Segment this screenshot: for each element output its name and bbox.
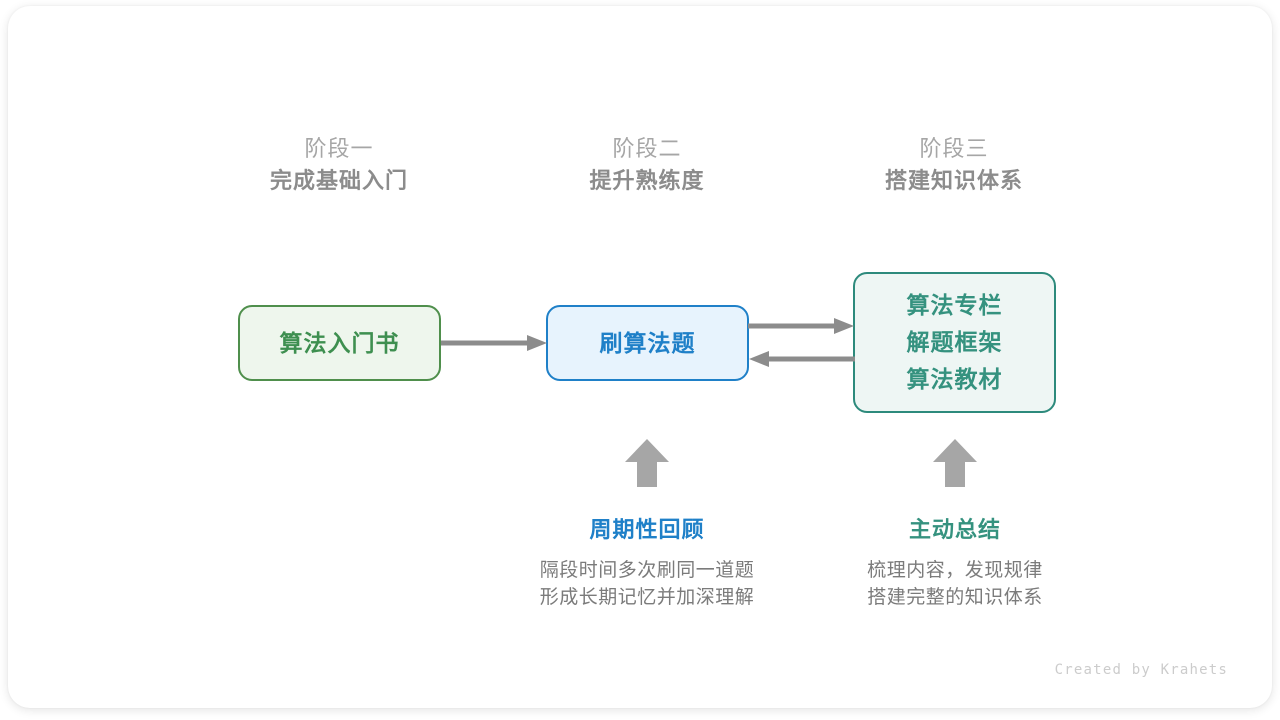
flow-box-intro-book[interactable]: 算法入门书 xyxy=(238,305,441,381)
stage-index-label: 阶段三 xyxy=(919,136,989,161)
flow-box-label: 算法入门书 xyxy=(279,329,400,356)
stage-header-2: 阶段二 提升熟练度 xyxy=(527,134,767,198)
annotation-description: 隔段时间多次刷同一道题 形成长期记忆并加深理解 xyxy=(487,557,807,611)
stage-title-label: 完成基础入门 xyxy=(269,168,408,193)
diagram-card: 阶段一 完成基础入门 阶段二 提升熟练度 阶段三 搭建知识体系 算法入门书 刷算… xyxy=(8,6,1272,708)
stage-index-label: 阶段二 xyxy=(612,136,682,161)
stage-header-1: 阶段一 完成基础入门 xyxy=(219,134,459,198)
annotation-title: 主动总结 xyxy=(908,517,1001,542)
annotation-review: 周期性回顾 隔段时间多次刷同一道题 形成长期记忆并加深理解 xyxy=(487,513,807,611)
arrow-right-icon xyxy=(748,316,855,336)
annotation-description-line: 梳理内容，发现规律 xyxy=(867,560,1043,581)
arrow-up-icon xyxy=(933,439,977,487)
annotation-title: 周期性回顾 xyxy=(589,517,705,542)
footer-credit: Created by Krahets xyxy=(1054,662,1228,678)
stage-index-label: 阶段一 xyxy=(304,136,374,161)
flow-box-label: 算法专栏 xyxy=(906,292,1003,318)
flow-box-label: 刷算法题 xyxy=(599,329,696,356)
annotation-description-line: 形成长期记忆并加深理解 xyxy=(539,587,755,608)
arrow-up-icon xyxy=(625,439,669,487)
stage-title-label: 搭建知识体系 xyxy=(884,168,1023,193)
flow-box-label: 解题框架 xyxy=(906,329,1003,355)
arrow-left-icon xyxy=(748,349,855,369)
annotation-description: 梳理内容，发现规律 搭建完整的知识体系 xyxy=(795,557,1115,611)
annotation-description-line: 隔段时间多次刷同一道题 xyxy=(539,560,755,581)
annotation-summary: 主动总结 梳理内容，发现规律 搭建完整的知识体系 xyxy=(795,513,1115,611)
flow-box-practice[interactable]: 刷算法题 xyxy=(546,305,749,381)
arrow-right-icon xyxy=(441,333,548,353)
stage-header-3: 阶段三 搭建知识体系 xyxy=(834,134,1074,198)
flow-box-knowledge[interactable]: 算法专栏 解题框架 算法教材 xyxy=(853,272,1056,413)
stage-title-label: 提升熟练度 xyxy=(589,168,705,193)
flow-box-label: 算法教材 xyxy=(906,366,1003,392)
annotation-description-line: 搭建完整的知识体系 xyxy=(867,587,1043,608)
